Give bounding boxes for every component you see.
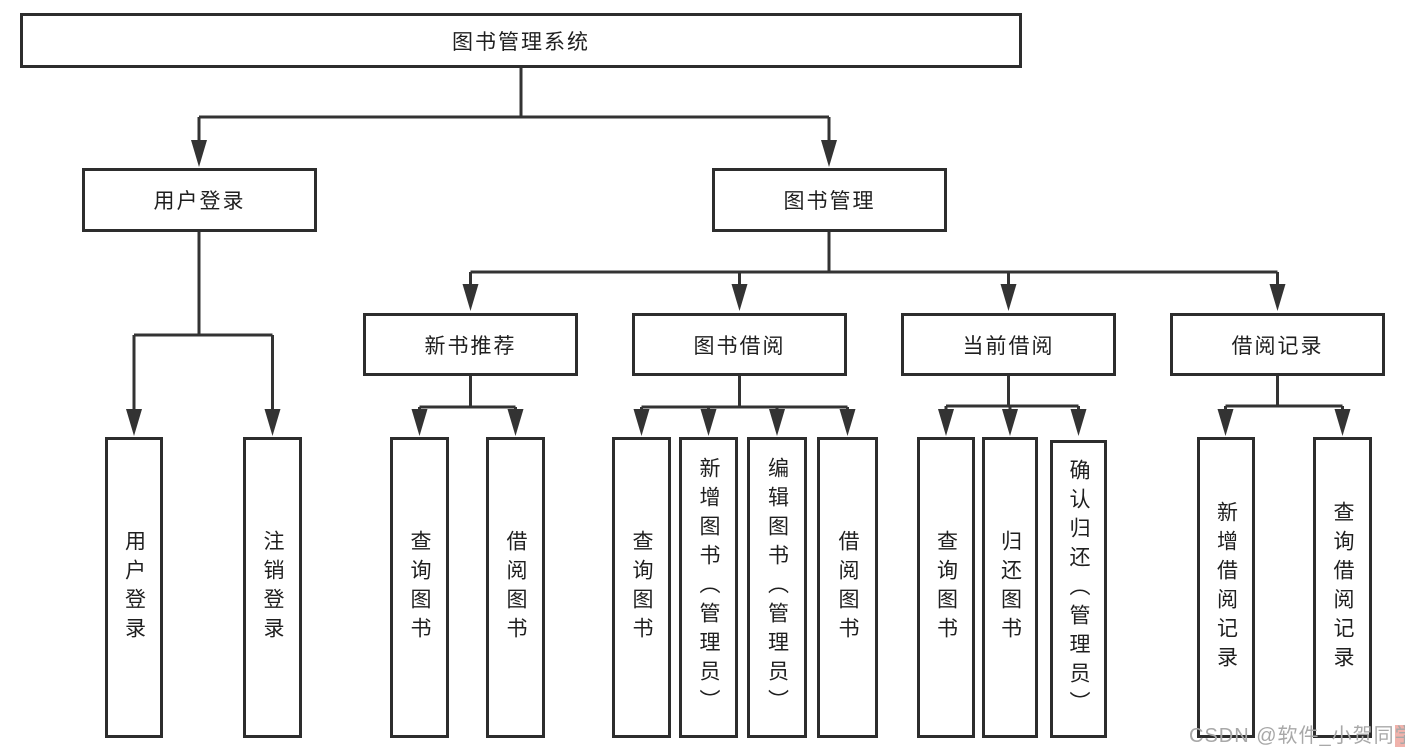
leaf-add-borrow-record: 新增借阅记录 bbox=[1197, 437, 1255, 738]
csdn-watermark-highlight: 学 bbox=[1394, 725, 1405, 747]
leaf-query-borrow-record-label: 查询借阅记录 bbox=[1331, 500, 1354, 675]
node-root: 图书管理系统 bbox=[20, 13, 1022, 68]
node-book-management: 图书管理 bbox=[712, 168, 947, 232]
leaf-query-book-borrowing: 查询图书 bbox=[612, 437, 671, 738]
node-current-borrowing-label: 当前借阅 bbox=[962, 334, 1055, 358]
node-borrow-records: 借阅记录 bbox=[1170, 313, 1385, 376]
node-current-borrowing: 当前借阅 bbox=[901, 313, 1116, 376]
leaf-borrow-book-borrowing: 借阅图书 bbox=[817, 437, 878, 738]
leaf-confirm-return-admin-label: 确认归还（管理员） bbox=[1067, 458, 1090, 720]
leaf-add-book-admin-label: 新增图书（管理员） bbox=[697, 457, 720, 718]
leaf-user-login: 用户登录 bbox=[105, 437, 163, 738]
node-book-management-label: 图书管理 bbox=[783, 190, 876, 213]
leaf-logout-label: 注销登录 bbox=[261, 529, 284, 646]
leaf-query-book-current-label: 查询图书 bbox=[934, 529, 958, 646]
leaf-return-book: 归还图书 bbox=[982, 437, 1038, 738]
leaf-edit-book-admin-label: 编辑图书（管理员） bbox=[765, 457, 789, 718]
node-user-login: 用户登录 bbox=[82, 168, 317, 232]
leaf-query-borrow-record: 查询借阅记录 bbox=[1313, 437, 1372, 738]
node-new-book-recommend: 新书推荐 bbox=[363, 313, 578, 376]
leaf-borrow-book-recommend: 借阅图书 bbox=[486, 437, 545, 738]
leaf-edit-book-admin: 编辑图书（管理员） bbox=[747, 437, 807, 738]
node-book-borrowing-label: 图书借阅 bbox=[693, 334, 786, 358]
leaf-return-book-label: 归还图书 bbox=[998, 529, 1022, 646]
csdn-watermark: CSDN @软件_小贺同学 bbox=[1189, 719, 1405, 747]
leaf-query-book-borrowing-label: 查询图书 bbox=[630, 529, 653, 646]
leaf-query-book-recommend: 查询图书 bbox=[390, 437, 449, 738]
leaf-query-book-current: 查询图书 bbox=[917, 437, 975, 738]
node-borrow-records-label: 借阅记录 bbox=[1231, 334, 1324, 358]
node-user-login-label: 用户登录 bbox=[153, 190, 246, 213]
leaf-query-book-recommend-label: 查询图书 bbox=[408, 529, 431, 646]
leaf-user-login-label: 用户登录 bbox=[122, 529, 146, 646]
node-root-label: 图书管理系统 bbox=[452, 30, 590, 54]
leaf-borrow-book-recommend-label: 借阅图书 bbox=[504, 529, 527, 646]
leaf-confirm-return-admin: 确认归还（管理员） bbox=[1050, 440, 1107, 738]
node-new-book-recommend-label: 新书推荐 bbox=[424, 334, 517, 358]
leaf-add-borrow-record-label: 新增借阅记录 bbox=[1214, 500, 1238, 675]
leaf-add-book-admin: 新增图书（管理员） bbox=[679, 437, 738, 738]
node-book-borrowing: 图书借阅 bbox=[632, 313, 847, 376]
arrowheads bbox=[126, 140, 1351, 436]
leaf-logout: 注销登录 bbox=[243, 437, 302, 738]
csdn-watermark-text: CSDN @软件_小贺同 bbox=[1189, 725, 1395, 747]
leaf-borrow-book-borrowing-label: 借阅图书 bbox=[836, 529, 859, 646]
